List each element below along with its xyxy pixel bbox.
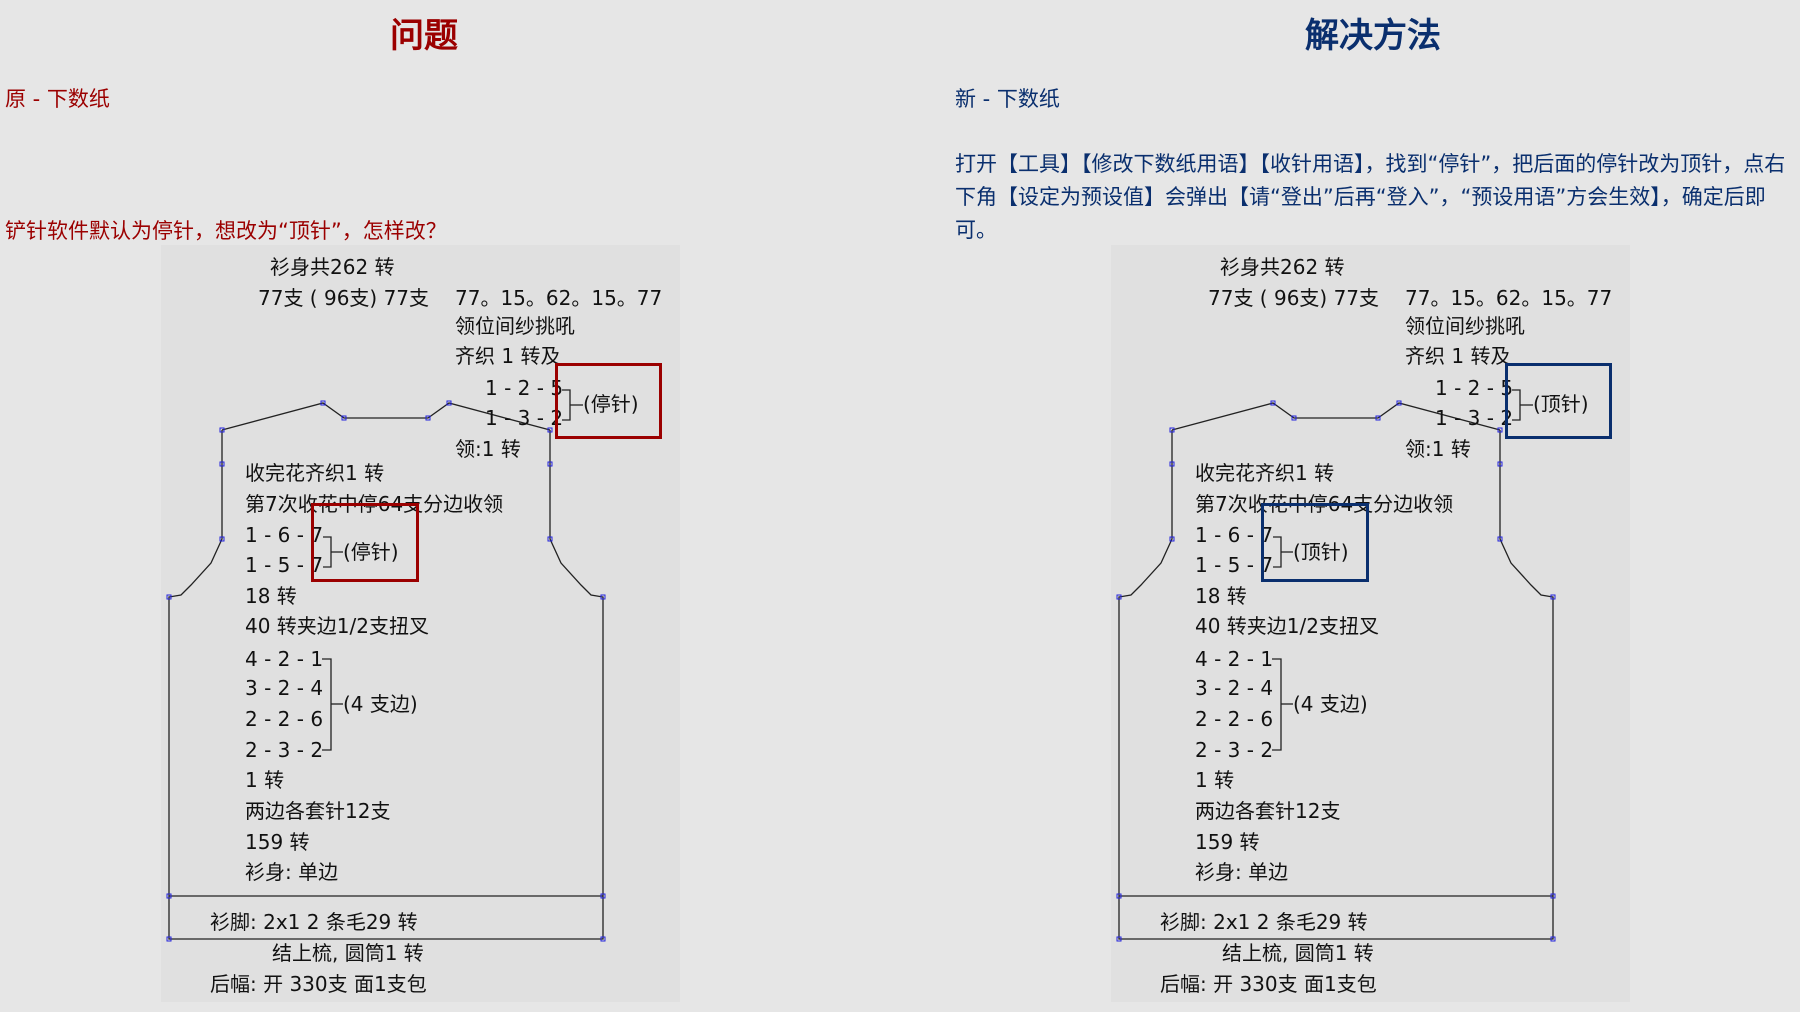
stitch-count: 77支 ( 96支) 77支 xyxy=(1208,286,1380,310)
neck-decrease-tag: (顶针) xyxy=(1533,392,1589,416)
rows-18: 18 转 xyxy=(245,584,297,608)
total-rows: 衫身共262 转 xyxy=(270,255,395,279)
solution-instructions: 打开【工具】【修改下数纸用语】【收针用语】，找到“停针”，把后面的停针改为顶针，… xyxy=(955,152,1786,242)
back-panel: 后幅: 开 330支 面1支包 xyxy=(1160,972,1377,996)
rows-1: 1 转 xyxy=(245,768,285,792)
garment-outline xyxy=(1116,389,1556,942)
edge-tag: (4 支边) xyxy=(343,692,418,716)
problem-heading: 问题 xyxy=(390,16,458,56)
neck-pick: 领位间纱挑吼 xyxy=(1405,314,1525,338)
body-edge: 衫身: 单边 xyxy=(245,860,339,884)
mid-decrease-tag: (顶针) xyxy=(1293,540,1349,564)
rows-40: 40 转夹边1/2支扭叉 xyxy=(245,614,429,638)
dec-row-2: 3 - 2 - 4 xyxy=(1195,676,1274,700)
mid-row-1: 1 - 6 - 7 xyxy=(245,523,324,547)
dec-row-4: 2 - 3 - 2 xyxy=(1195,738,1274,762)
back-panel: 后幅: 开 330支 面1支包 xyxy=(210,972,427,996)
mid-row-1: 1 - 6 - 7 xyxy=(1195,523,1274,547)
rows-1: 1 转 xyxy=(1195,768,1235,792)
stitch-split: 77。15。62。15。77 xyxy=(455,286,663,310)
highlight-box-neck xyxy=(1505,363,1612,439)
comb: 结上梳, 圆筒1 转 xyxy=(272,941,424,965)
neck-pick: 领位间纱挑吼 xyxy=(455,314,575,338)
original-chart-label: 原 - 下数纸 xyxy=(5,87,110,111)
problem-question: 铲针软件默认为停针，想改为“顶针”，怎样改？ xyxy=(5,219,447,243)
neck-decrease-tag: (停针) xyxy=(583,392,639,416)
hem: 衫脚: 2x1 2 条毛29 转 xyxy=(1160,910,1368,934)
rows-159: 159 转 xyxy=(1195,830,1260,854)
neck-row-1: 1 - 2 - 5 xyxy=(1435,376,1514,400)
dec-row-1: 4 - 2 - 1 xyxy=(245,647,324,671)
neck-rows: 领:1 转 xyxy=(455,437,521,461)
neck-even: 齐织 1 转及 xyxy=(1405,344,1511,368)
new-chart-label: 新 - 下数纸 xyxy=(955,87,1060,111)
knitting-chart-original: 衫身共262 转 77支 ( 96支) 77支 77。15。62。15。77 领… xyxy=(161,245,680,1002)
body-edge: 衫身: 单边 xyxy=(1195,860,1289,884)
solution-heading: 解决方法 xyxy=(1305,16,1441,56)
highlight-box-mid xyxy=(1261,503,1369,582)
hem: 衫脚: 2x1 2 条毛29 转 xyxy=(210,910,418,934)
rows-18: 18 转 xyxy=(1195,584,1247,608)
mid-decrease-tag: (停针) xyxy=(343,540,399,564)
neck-row-2: 1 - 3 - 2 xyxy=(1435,406,1514,430)
knitting-chart-new: 衫身共262 转 77支 ( 96支) 77支 77。15。62。15。77 领… xyxy=(1111,245,1630,1002)
dec-row-2: 3 - 2 - 4 xyxy=(245,676,324,700)
dec-row-1: 4 - 2 - 1 xyxy=(1195,647,1274,671)
dec-row-3: 2 - 2 - 6 xyxy=(245,707,324,731)
comb: 结上梳, 圆筒1 转 xyxy=(1222,941,1374,965)
finish-pattern: 收完花齐织1 转 xyxy=(245,461,385,485)
total-rows: 衫身共262 转 xyxy=(1220,255,1345,279)
stitch-count: 77支 ( 96支) 77支 xyxy=(258,286,430,310)
mid-row-2: 1 - 5 - 7 xyxy=(245,553,324,577)
dec-row-3: 2 - 2 - 6 xyxy=(1195,707,1274,731)
mid-row-2: 1 - 5 - 7 xyxy=(1195,553,1274,577)
bind-off: 两边各套针12支 xyxy=(1195,799,1341,823)
neck-row-2: 1 - 3 - 2 xyxy=(485,406,564,430)
finish-pattern: 收完花齐织1 转 xyxy=(1195,461,1335,485)
rows-40: 40 转夹边1/2支扭叉 xyxy=(1195,614,1379,638)
stitch-split: 77。15。62。15。77 xyxy=(1405,286,1613,310)
neck-row-1: 1 - 2 - 5 xyxy=(485,376,564,400)
garment-outline xyxy=(166,389,606,942)
bind-off: 两边各套针12支 xyxy=(245,799,391,823)
neck-rows: 领:1 转 xyxy=(1405,437,1471,461)
edge-tag: (4 支边) xyxy=(1293,692,1368,716)
highlight-box-mid xyxy=(311,503,419,582)
rows-159: 159 转 xyxy=(245,830,310,854)
neck-even: 齐织 1 转及 xyxy=(455,344,561,368)
highlight-box-neck xyxy=(555,363,662,439)
dec-row-4: 2 - 3 - 2 xyxy=(245,738,324,762)
